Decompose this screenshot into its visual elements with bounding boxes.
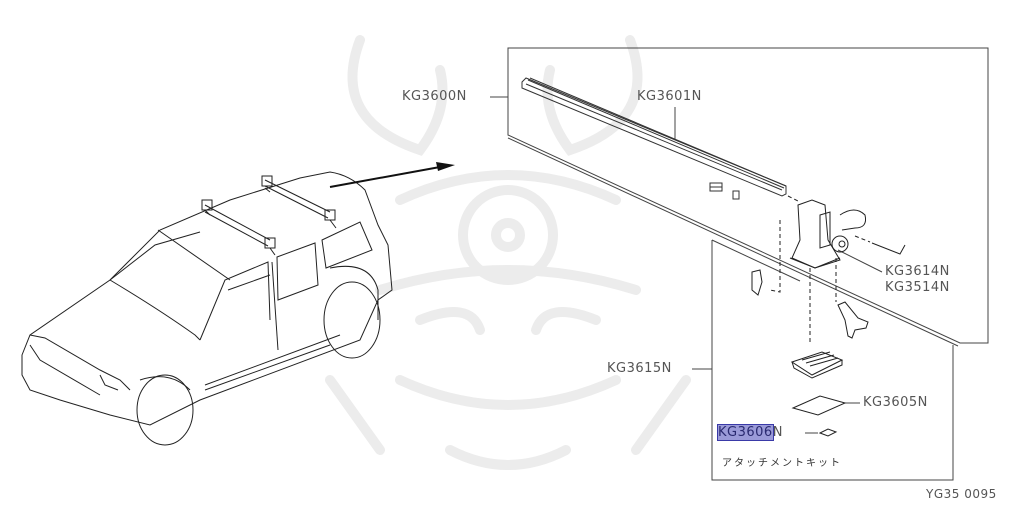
label-suffix: N xyxy=(772,425,783,440)
attachment-kit-box-outline xyxy=(711,239,954,481)
figure-code: YG35 0095 xyxy=(926,487,997,501)
roof-rail-bar-part xyxy=(521,77,787,197)
kit-name-japanese: アタッチメントキット xyxy=(722,458,842,469)
part-label-kg3614n[interactable]: KG3614N xyxy=(885,264,950,279)
part-label-kg3605n[interactable]: KG3605N xyxy=(863,395,928,410)
roof-rack-foot-assembly xyxy=(751,195,906,437)
part-label-kg3600n[interactable]: KG3600N xyxy=(402,89,467,104)
part-label-kg3601n[interactable]: KG3601N xyxy=(637,89,702,104)
leader-lines xyxy=(490,96,883,434)
suv-vehicle-drawing xyxy=(21,171,393,446)
watermark-samurai-mask-icon xyxy=(325,35,691,470)
small-bracket-parts xyxy=(709,182,740,200)
part-label-kg3514n[interactable]: KG3514N xyxy=(885,280,950,295)
assembly-box-outline xyxy=(507,47,989,347)
direction-arrow-icon xyxy=(329,162,455,188)
part-label-kg3615n[interactable]: KG3615N xyxy=(607,361,672,376)
part-label-kg3606n[interactable]: KG3606N xyxy=(717,424,783,441)
search-highlight: KG3606 xyxy=(717,424,774,441)
